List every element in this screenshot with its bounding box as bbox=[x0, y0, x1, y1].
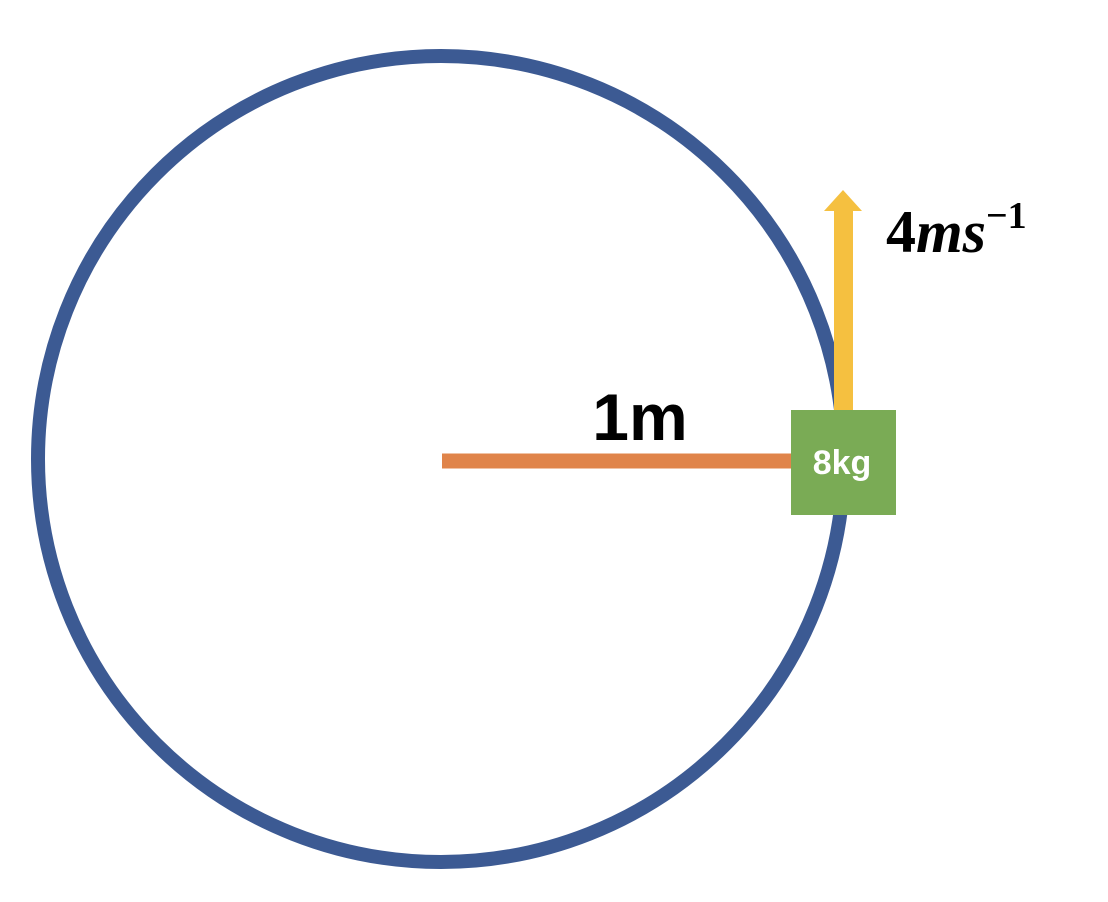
mass-block: 8kg bbox=[791, 410, 896, 515]
velocity-label: 4ms−1 bbox=[886, 195, 1027, 265]
mass-block-box bbox=[791, 410, 896, 515]
velocity-unit-exponent: −1 bbox=[986, 195, 1027, 237]
velocity-arrow-shaft bbox=[834, 210, 853, 411]
velocity-magnitude: 4 bbox=[886, 199, 916, 265]
radius-label: 1m bbox=[592, 380, 687, 454]
velocity-arrow bbox=[824, 190, 862, 411]
mass-label: 8kg bbox=[813, 444, 872, 482]
velocity-arrowhead bbox=[824, 190, 862, 211]
velocity-unit: ms bbox=[916, 199, 986, 265]
